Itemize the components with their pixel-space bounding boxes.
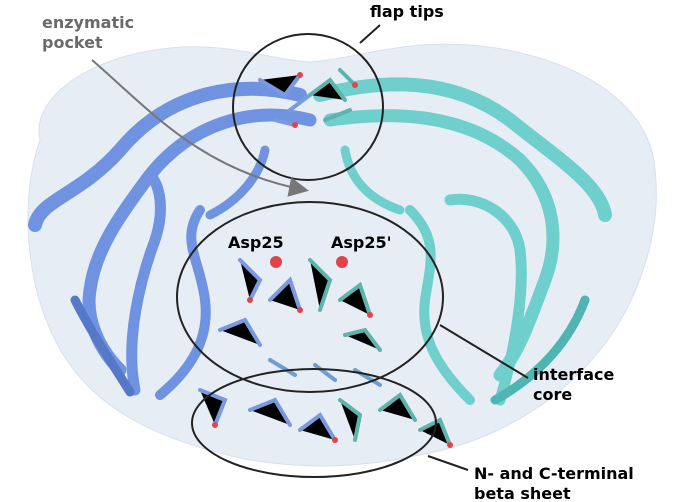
flap-tips-label: flap tips: [370, 2, 444, 21]
interface-core-ellipse: [176, 201, 444, 393]
terminal-sheet-label-line1: N- and C-terminal: [474, 464, 634, 483]
interface-core-label-line2: core: [533, 385, 572, 404]
interface-core-leader: [439, 324, 529, 379]
oxygen-atoms: [212, 72, 453, 448]
flap-tips-leader: [359, 24, 381, 44]
terminal-sheet-ellipse: [191, 368, 437, 478]
asp25-label: Asp25: [228, 233, 284, 252]
asp25-prime-label: Asp25': [331, 233, 392, 252]
terminal-sheet-label-line2: beta sheet: [474, 484, 571, 502]
interface-core-label-line1: interface: [533, 365, 615, 384]
pocket-label-line2: pocket: [42, 33, 103, 52]
pocket-arrow: [91, 59, 309, 197]
chain-b-ribbon: [313, 77, 612, 406]
residue-sticks: [198, 68, 452, 447]
pocket-label-line1: enzymatic: [42, 13, 134, 32]
terminal-sheet-leader: [427, 455, 469, 471]
